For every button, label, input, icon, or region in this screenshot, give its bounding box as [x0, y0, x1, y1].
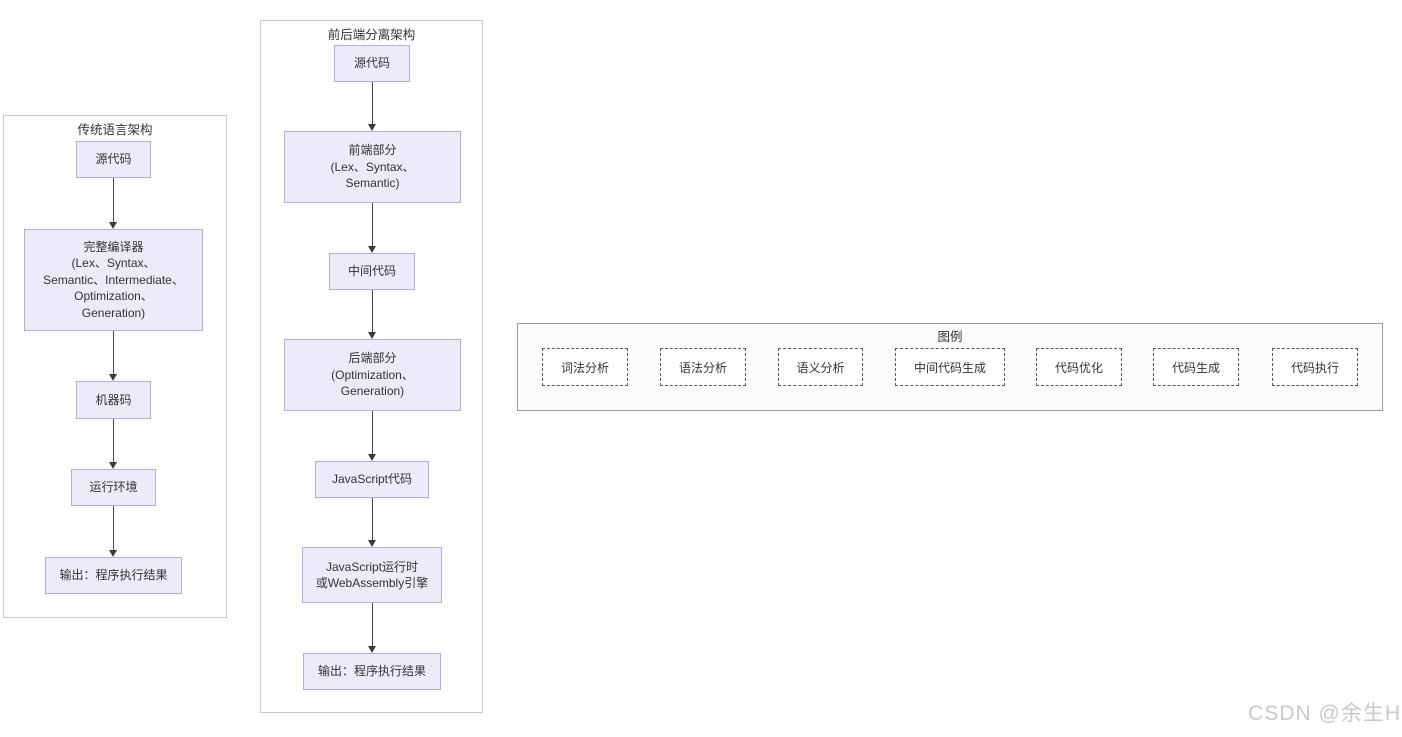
- node-javascript-code: JavaScript代码: [315, 461, 429, 498]
- arrow-line: [372, 290, 373, 333]
- legend-item-label: 词法分析: [560, 360, 609, 375]
- legend-item-intermediate-code-generation: 中间代码生成: [895, 348, 1005, 386]
- node-traditional-output: 输出：程序执行结果: [45, 557, 182, 594]
- arrow-line: [113, 419, 114, 463]
- legend-item-label: 代码生成: [1171, 360, 1220, 375]
- arrow-down: [367, 203, 377, 253]
- arrowhead-icon: [368, 124, 376, 131]
- legend-item-code-optimization: 代码优化: [1036, 348, 1122, 386]
- arrowhead-icon: [368, 540, 376, 547]
- node-frontend-part: 前端部分 (Lex、Syntax、 Semantic): [284, 131, 461, 203]
- node-intermediate-code: 中间代码: [329, 253, 415, 290]
- arrow-line: [372, 411, 373, 455]
- arrow-down: [367, 411, 377, 461]
- legend-item-label: 代码执行: [1290, 360, 1339, 375]
- node-separated-output: 输出：程序执行结果: [303, 653, 441, 690]
- arrow-down: [367, 290, 377, 339]
- legend-item-semantic-analysis: 语义分析: [778, 348, 863, 386]
- legend-title: 图例: [937, 330, 963, 344]
- legend-item-label: 中间代码生成: [913, 360, 986, 375]
- arrow-line: [113, 331, 114, 375]
- arrow-line: [372, 603, 373, 647]
- arrowhead-icon: [368, 332, 376, 339]
- arrowhead-icon: [109, 222, 117, 229]
- node-separated-source-code: 源代码: [334, 45, 410, 82]
- node-label: 输出：程序执行结果: [317, 664, 426, 679]
- arrowhead-icon: [368, 454, 376, 461]
- node-label: 后端部分 (Optimization、 Generation): [331, 351, 414, 399]
- legend-item-label: 代码优化: [1054, 360, 1103, 375]
- panel-traditional-title: 传统语言架构: [77, 123, 153, 137]
- arrow-down: [108, 506, 118, 557]
- arrowhead-icon: [109, 550, 117, 557]
- arrow-down: [367, 498, 377, 547]
- panel-separated-architecture: 前后端分离架构: [260, 20, 483, 713]
- node-label: 源代码: [95, 152, 132, 167]
- panel-traditional-architecture: 传统语言架构: [3, 115, 227, 618]
- legend-item-lexical-analysis: 词法分析: [542, 348, 628, 386]
- legend-item-syntax-analysis: 语法分析: [660, 348, 746, 386]
- arrowhead-icon: [368, 646, 376, 653]
- arrowhead-icon: [109, 462, 117, 469]
- node-label: JavaScript代码: [331, 472, 413, 487]
- legend-item-label: 语法分析: [678, 360, 727, 375]
- legend-item-code-execution: 代码执行: [1272, 348, 1358, 386]
- legend-item-code-generation: 代码生成: [1153, 348, 1239, 386]
- node-traditional-source-code: 源代码: [76, 141, 151, 178]
- node-machine-code: 机器码: [76, 381, 151, 419]
- arrow-line: [113, 178, 114, 223]
- arrowhead-icon: [368, 246, 376, 253]
- node-full-compiler: 完整编译器 (Lex、Syntax、 Semantic、Intermediate…: [24, 229, 203, 331]
- csdn-watermark: CSDN @余生H: [1248, 702, 1401, 725]
- arrow-line: [113, 506, 114, 551]
- panel-separated-title: 前后端分离架构: [327, 28, 416, 42]
- arrow-line: [372, 203, 373, 247]
- arrow-down: [108, 419, 118, 469]
- legend-item-label: 语义分析: [796, 360, 845, 375]
- arrow-down: [108, 331, 118, 381]
- arrow-down: [108, 178, 118, 229]
- arrowhead-icon: [109, 374, 117, 381]
- node-label: 运行环境: [89, 480, 138, 495]
- node-label: 前端部分 (Lex、Syntax、 Semantic): [330, 143, 415, 191]
- node-label: 输出：程序执行结果: [59, 568, 168, 583]
- arrow-down: [367, 82, 377, 131]
- node-label: 源代码: [353, 56, 390, 71]
- node-label: 机器码: [95, 392, 132, 407]
- arrow-line: [372, 82, 373, 125]
- node-backend-part: 后端部分 (Optimization、 Generation): [284, 339, 461, 411]
- arrow-line: [372, 498, 373, 541]
- node-label: JavaScript运行时 或WebAssembly引擎: [315, 559, 429, 591]
- node-runtime-environment: 运行环境: [71, 469, 156, 506]
- node-javascript-runtime: JavaScript运行时 或WebAssembly引擎: [302, 547, 442, 603]
- node-label: 中间代码: [347, 264, 396, 279]
- node-label: 完整编译器 (Lex、Syntax、 Semantic、Intermediate…: [43, 239, 184, 320]
- arrow-down: [367, 603, 377, 653]
